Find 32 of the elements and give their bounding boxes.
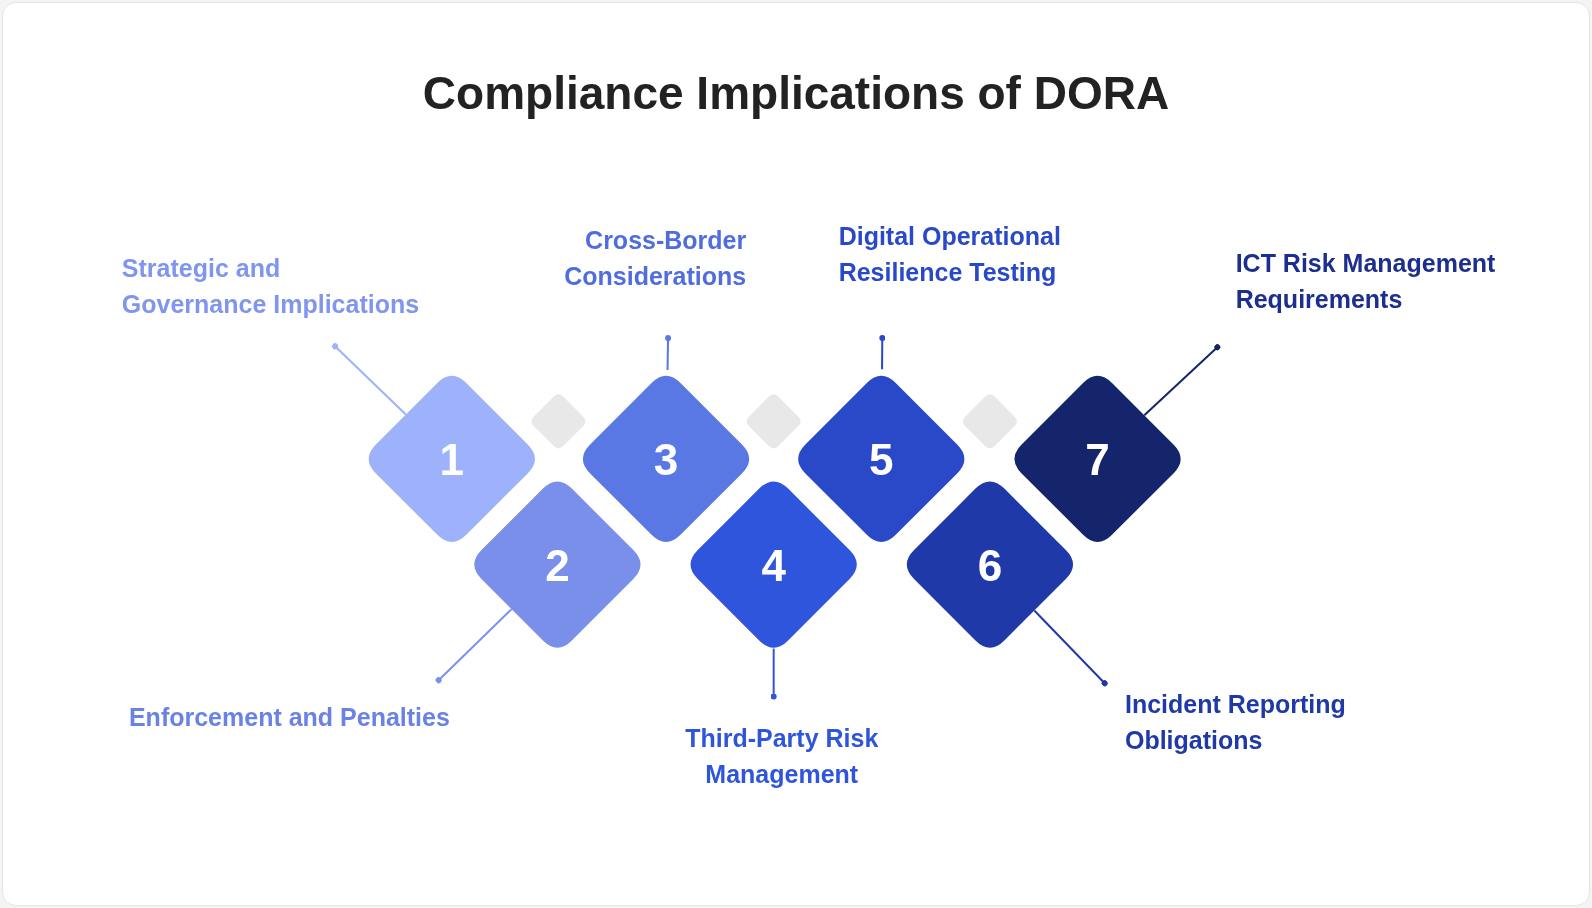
step-number: 5 <box>869 434 894 484</box>
spacer-diamond <box>531 394 586 449</box>
leader-line <box>879 335 886 371</box>
leader-line <box>332 343 407 416</box>
diamond-tile <box>690 481 857 648</box>
step-number: 6 <box>977 540 1003 590</box>
leader-line <box>1033 609 1108 687</box>
diamond-tile <box>1014 375 1181 543</box>
callout-text: Incident Reporting Obligations <box>1124 686 1400 759</box>
diamond-tile <box>798 375 965 543</box>
diamond-tile <box>474 481 641 648</box>
step-number: 3 <box>653 434 679 484</box>
leader-line <box>1143 344 1221 417</box>
diamond-tile <box>582 375 750 543</box>
step-number: 1 <box>439 434 465 484</box>
spacer-diamond <box>962 394 1017 449</box>
callout-text: Cross-Border Considerations <box>527 222 747 295</box>
step-number: 2 <box>545 540 570 590</box>
leader-line <box>665 335 672 372</box>
title: Compliance Implications of DORA <box>421 66 1171 120</box>
step-number: 7 <box>1085 434 1110 484</box>
leader-line <box>435 608 513 684</box>
callout-text: Strategic and Governance Implications <box>121 249 427 322</box>
callout-text: Enforcement and Penalties <box>128 698 515 735</box>
callout-text: Third-Party Risk Management <box>649 719 914 792</box>
callout-text: Digital Operational Resilience Testing <box>838 218 1113 291</box>
leader-line <box>770 647 777 700</box>
callout-text: ICT Risk Management Requirements <box>1235 244 1541 317</box>
step-number: 4 <box>761 540 786 590</box>
spacer-diamond <box>746 394 801 449</box>
diamond-tile <box>368 375 535 543</box>
diamond-tile <box>906 481 1074 648</box>
